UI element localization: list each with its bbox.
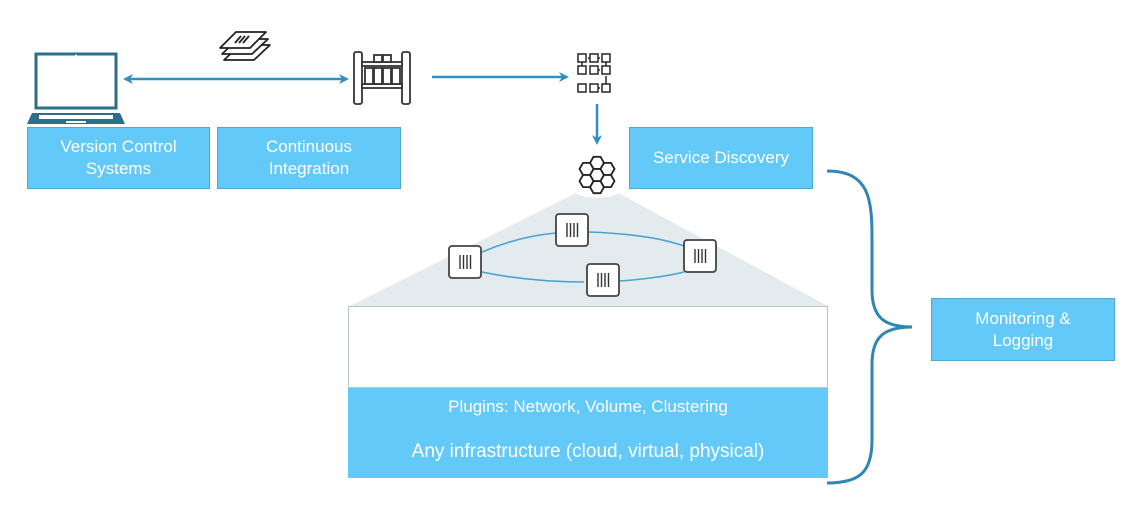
service-discovery-box: Service Discovery [629, 127, 813, 189]
documents-stack-icon [219, 31, 271, 61]
engine-panel [348, 306, 828, 388]
container-icon [555, 213, 589, 247]
version-control-box: Version Control Systems [27, 127, 210, 189]
network-grid-icon [577, 53, 611, 93]
laptop-icon [27, 52, 125, 124]
honeycomb-icon [578, 155, 616, 195]
plugins-label: Plugins: Network, Volume, Clustering [448, 397, 728, 416]
container-ring [481, 231, 685, 283]
infrastructure-bar: Any infrastructure (cloud, virtual, phys… [348, 426, 828, 478]
container-icon [448, 245, 482, 279]
plugins-bar: Plugins: Network, Volume, Clustering [348, 388, 828, 427]
container-icon [683, 239, 717, 273]
continuous-integration-label: Continuous Integration [265, 137, 352, 178]
infrastructure-label: Any infrastructure (cloud, virtual, phys… [411, 441, 765, 462]
hexagon-cell [599, 174, 616, 189]
hexagon-cell [578, 161, 595, 176]
continuous-integration-box: Continuous Integration [217, 127, 401, 189]
service-discovery-label: Service Discovery [652, 148, 790, 167]
monitoring-logging-box: Monitoring & Logging [931, 298, 1115, 361]
container-icon [586, 263, 620, 297]
monitoring-logging-label: Monitoring & Logging [975, 308, 1071, 350]
hexagon-cell [578, 174, 595, 189]
shelf-rack-icon [353, 51, 411, 105]
curly-brace [826, 169, 913, 485]
version-control-label: Version Control Systems [60, 137, 177, 178]
hexagon-cell [599, 161, 616, 176]
